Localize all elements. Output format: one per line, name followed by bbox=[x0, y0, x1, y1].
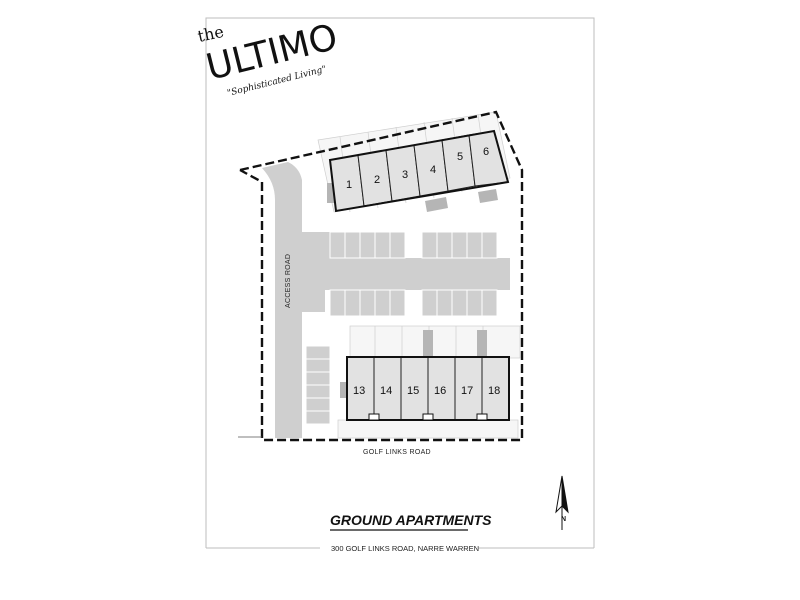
unit-14-label: 14 bbox=[380, 385, 392, 397]
unit-15 bbox=[400, 356, 429, 421]
unit-6-label: 6 bbox=[483, 146, 489, 158]
unit-13-label: 13 bbox=[353, 385, 365, 397]
access-road bbox=[262, 162, 330, 438]
unit-3-label: 3 bbox=[402, 169, 408, 181]
site-boundary bbox=[239, 110, 524, 442]
unit-17-label: 17 bbox=[461, 385, 473, 397]
unit-17 bbox=[454, 356, 483, 421]
north-arrow-icon: N bbox=[555, 475, 569, 530]
bottom-courtyards bbox=[337, 325, 521, 439]
unit-1-label: 1 bbox=[346, 179, 352, 191]
top-units: 1 2 3 4 5 6 bbox=[328, 129, 510, 213]
unit-14 bbox=[373, 356, 402, 421]
unit-5-label: 5 bbox=[457, 151, 463, 163]
logo-prefix: the bbox=[196, 22, 226, 46]
page-frame bbox=[205, 17, 595, 548]
unit-18 bbox=[481, 356, 510, 421]
address: 300 GOLF LINKS ROAD, NARRE WARREN bbox=[331, 544, 479, 553]
visitor-parking bbox=[305, 345, 331, 425]
unit-4-label: 4 bbox=[430, 164, 436, 176]
logo: the ULTIMO "Sophisticated Living" bbox=[196, 17, 342, 99]
car-park bbox=[302, 231, 510, 317]
plan-title: GROUND APARTMENTS bbox=[330, 512, 492, 528]
unit-16-label: 16 bbox=[434, 385, 446, 397]
north-label: N bbox=[561, 516, 566, 523]
golf-links-road-label: GOLF LINKS ROAD bbox=[363, 449, 431, 456]
unit-2-label: 2 bbox=[374, 174, 380, 186]
access-road-label: ACCESS ROAD bbox=[285, 254, 292, 308]
unit-15-label: 15 bbox=[407, 385, 419, 397]
unit-18-label: 18 bbox=[488, 385, 500, 397]
bottom-units: 13 14 15 16 17 18 bbox=[346, 356, 510, 421]
